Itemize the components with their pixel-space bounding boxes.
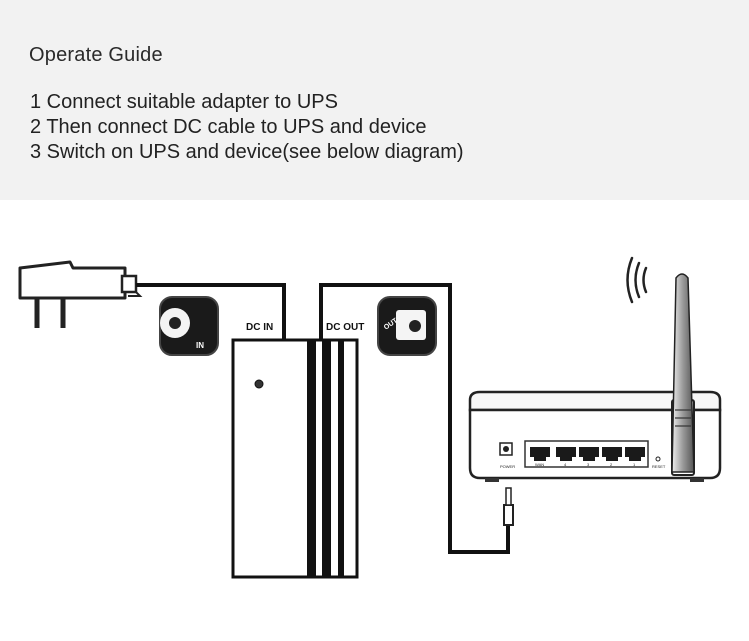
router-lan-port-1 <box>625 447 645 461</box>
in-port-label: IN <box>196 341 204 350</box>
dc-out-port-inset: OUT <box>377 296 437 356</box>
router-reset-label: RESET <box>652 464 666 469</box>
router-antenna <box>671 273 695 473</box>
router-reset-button <box>655 456 661 462</box>
router-lan-label-3: 3 <box>587 462 590 467</box>
dc-in-port-inset: IN <box>159 296 219 356</box>
dc-out-cable <box>319 283 510 554</box>
wifi-signal-icon <box>626 256 648 304</box>
wifi-router: POWER WAN 4 3 2 1 RESET <box>468 273 722 482</box>
guide-step-1: 1 Connect suitable adapter to UPS <box>30 91 338 113</box>
operate-guide-panel: Operate Guide 1 Connect suitable adapter… <box>0 0 749 200</box>
guide-title: Operate Guide <box>29 44 163 66</box>
router-wan-label: WAN <box>535 462 544 467</box>
router-lan-port-4 <box>556 447 576 461</box>
router-lan-label-2: 2 <box>610 462 613 467</box>
router-power-label: POWER <box>500 464 515 469</box>
ups-indicator-light <box>254 379 264 389</box>
guide-step-3: 3 Switch on UPS and device(see below dia… <box>30 141 464 163</box>
ups-unit <box>231 338 359 579</box>
router-lan-label-1: 1 <box>633 462 636 467</box>
guide-step-2: 2 Then connect DC cable to UPS and devic… <box>30 116 427 138</box>
dc-plug <box>503 487 514 526</box>
dc-in-label: DC IN <box>246 322 273 333</box>
router-lan-port-2 <box>602 447 622 461</box>
router-wan-port <box>530 447 550 461</box>
power-adapter <box>18 260 143 328</box>
adapter-cable <box>136 283 286 340</box>
router-lan-port-3 <box>579 447 599 461</box>
dc-out-label: DC OUT <box>326 322 364 333</box>
guide-steps: 1 Connect suitable adapter to UPS 2 Then… <box>30 90 464 165</box>
router-lan-label-4: 4 <box>564 462 567 467</box>
